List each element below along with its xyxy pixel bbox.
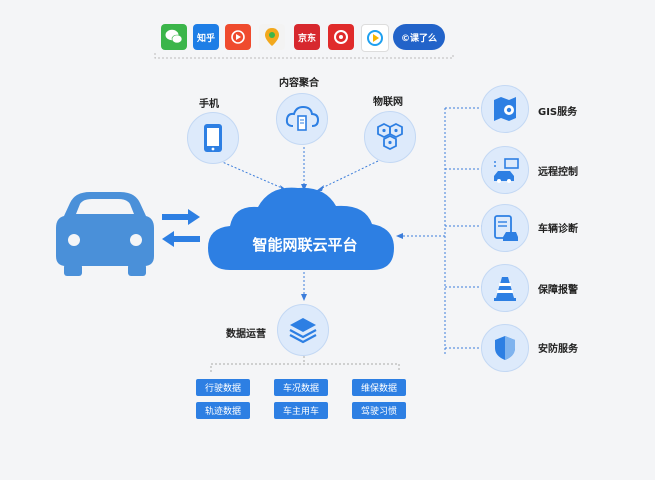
map-icon (481, 85, 529, 133)
chip-driving-data: 行驶数据 (196, 379, 250, 396)
hexagon-network-icon (364, 111, 416, 163)
cloud-shape (208, 187, 394, 270)
chip-vehicle-condition: 车况数据 (274, 379, 328, 396)
kele-label: ©课了么 (400, 33, 437, 44)
layers-icon (277, 304, 329, 356)
traffic-cone-icon (481, 264, 529, 312)
shield-icon (481, 324, 529, 372)
label-phone: 手机 (199, 99, 219, 110)
service-diagnosis: 车辆诊断 (538, 224, 578, 235)
map-pin-icon (259, 24, 285, 50)
media-play-icon (225, 24, 251, 50)
service-gis: GIS服务 (538, 107, 578, 118)
remote-control-icon (481, 146, 529, 194)
netease-music-icon (328, 24, 354, 50)
tencent-video-icon (361, 24, 389, 52)
platform-title: 智能网联云平台 (252, 236, 358, 254)
label-content: 内容聚合 (279, 78, 319, 89)
exchange-arrows-icon (162, 209, 200, 247)
chip-maintenance-data: 维保数据 (352, 379, 406, 396)
chip-driving-habits: 驾驶习惯 (352, 402, 406, 419)
service-remote-control: 远程控制 (538, 167, 578, 178)
operations-title: 数据运营 (226, 329, 266, 340)
chip-owner-usage: 车主用车 (274, 402, 328, 419)
jd-icon: 京东 (294, 24, 320, 50)
jd-label: 京东 (297, 33, 316, 44)
chip-track-data: 轨迹数据 (196, 402, 250, 419)
wechat-icon (161, 24, 187, 50)
service-alarm: 保障报警 (538, 285, 578, 296)
label-iot: 物联网 (373, 97, 403, 108)
car-icon (56, 192, 154, 276)
kele-logo-icon: ©课了么 (393, 24, 445, 50)
zhihu-label: 知乎 (196, 33, 215, 44)
phone-icon (187, 112, 239, 164)
service-security: 安防服务 (538, 344, 578, 355)
diagnosis-icon (481, 204, 529, 252)
cloud-server-icon (276, 93, 328, 145)
zhihu-icon: 知乎 (193, 24, 219, 50)
